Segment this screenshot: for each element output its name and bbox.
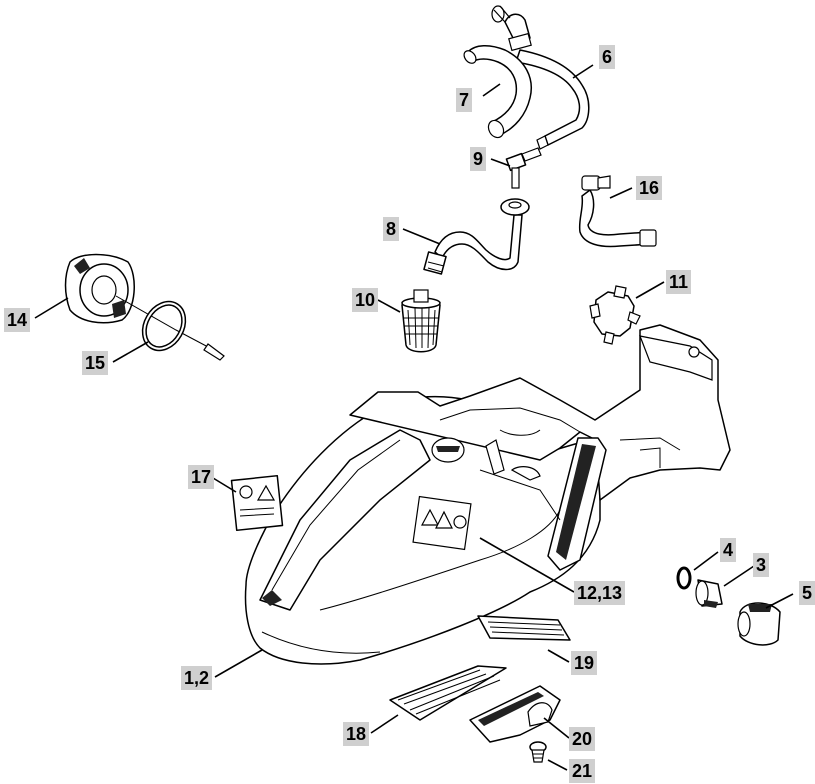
part-10-fuel-filter <box>401 289 441 353</box>
part-21-screw <box>529 741 547 763</box>
part-14-oil-pump <box>64 253 225 361</box>
part-1-2-main-housing <box>244 324 731 665</box>
callout-14: 14 <box>4 308 31 332</box>
part-8-pickup-hose <box>423 198 530 275</box>
part-7-hose <box>463 45 532 139</box>
callout-17: 17 <box>188 465 215 489</box>
part-18-plate <box>389 665 507 721</box>
callout-19: 19 <box>571 651 598 675</box>
callout-8: 8 <box>383 217 400 241</box>
callout-18: 18 <box>343 722 370 746</box>
part-15-o-ring <box>141 300 187 352</box>
part-12-13-warning-label <box>412 495 472 551</box>
callout-1-2: 1,2 <box>181 666 213 690</box>
callout-10: 10 <box>352 288 379 312</box>
callout-12-13: 12,13 <box>574 581 626 605</box>
leader-lines <box>34 64 794 771</box>
callout-7: 7 <box>456 88 473 112</box>
callout-9: 9 <box>470 147 487 171</box>
part-11-vent <box>589 285 641 345</box>
callout-16: 16 <box>636 176 663 200</box>
part-16-hose-fitting <box>578 175 657 248</box>
callout-15: 15 <box>82 351 109 375</box>
callout-5: 5 <box>799 581 815 605</box>
part-6-fuel-hose <box>491 5 590 150</box>
callout-6: 6 <box>599 45 616 69</box>
part-4-o-ring <box>676 566 692 590</box>
callout-20: 20 <box>569 727 596 751</box>
part-3-valve <box>695 579 723 608</box>
part-20-cover <box>469 685 561 743</box>
callout-11: 11 <box>666 270 692 294</box>
part-17-decal <box>230 474 284 532</box>
callout-3: 3 <box>753 553 770 577</box>
part-19-plate <box>477 615 571 641</box>
part-9-elbow-fitting <box>505 147 542 189</box>
part-5-knob <box>737 602 781 646</box>
callout-4: 4 <box>720 538 737 562</box>
callout-21: 21 <box>569 759 596 783</box>
